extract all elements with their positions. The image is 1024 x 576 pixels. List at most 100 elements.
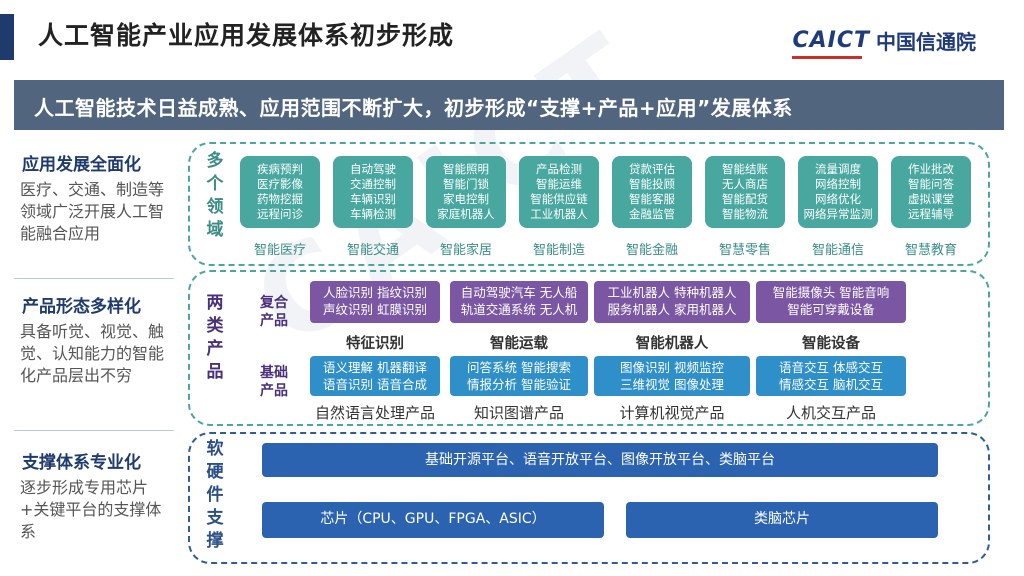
domain-card-line: 车辆检测 [350, 207, 396, 221]
domain-card: 疾病预判医疗影像药物挖掘远程问诊 [240, 156, 320, 228]
domain-caption: 智慧教育 [904, 243, 957, 258]
page-title: 人工智能产业应用发展体系初步形成 [38, 21, 455, 50]
product-line: 轨道交通系统 无人机 [460, 302, 578, 317]
product-line: 三维视觉 图像处理 [620, 377, 724, 392]
product-line: 语义理解 机器翻译 [323, 360, 427, 375]
domain-card-line: 远程问诊 [257, 207, 303, 221]
product-line: 智能摄像头 智能音响 [772, 285, 890, 300]
basic-category-title: 人机交互产品 [785, 404, 876, 422]
product-line: 语音识别 语音合成 [323, 377, 427, 392]
left-divider [14, 278, 174, 279]
domain-card-line: 智能门锁 [443, 177, 489, 191]
domain-card-line: 药物挖掘 [257, 192, 303, 206]
product-line: 图像识别 视频监控 [620, 360, 724, 375]
domain-caption: 智能医疗 [253, 243, 306, 258]
support-label-text: 软硬件支撑 [206, 439, 224, 551]
product-line: 人脸识别 指纹识别 [323, 285, 427, 300]
domain-card-line: 家电控制 [443, 192, 489, 206]
basic-product-card: 语义理解 机器翻译语音识别 语音合成 [310, 356, 440, 396]
product-line: 服务机器人 家用机器人 [607, 302, 737, 317]
domain-card-line: 金融监管 [629, 207, 675, 221]
title-accent-bar [0, 14, 14, 60]
caict-logo: CAICT 中国信通院 [792, 26, 976, 59]
domain-card-line: 智能结账 [722, 162, 768, 176]
domain-card: 贷款评估智能投顾智能客服金融监管 [612, 156, 692, 228]
domain-card-line: 网络优化 [815, 192, 861, 206]
domain-card-line: 网络异常监测 [803, 207, 873, 221]
domain-card-line: 工业机器人 [530, 207, 588, 221]
basic-product-card: 语音交互 体感交互情感交互 脑机交互 [756, 356, 906, 396]
domain-card: 流量调度网络控制网络优化网络异常监测 [798, 156, 878, 228]
domain-caption: 智能交通 [346, 243, 399, 258]
left-divider [14, 430, 174, 431]
left-heading: 应用发展全面化 [22, 155, 141, 175]
product-line: 问答系统 智能搜索 [467, 360, 571, 375]
basic-product-card: 问答系统 智能搜索情报分析 智能验证 [450, 356, 588, 396]
domain-card-line: 智能照明 [443, 162, 489, 176]
summary-banner: 人工智能技术日益成熟、应用范围不断扩大，初步形成“支撑+产品+应用”发展体系 [14, 80, 1004, 130]
domains-label: 多个领域 [204, 150, 226, 242]
composite-product-card: 自动驾驶汽车 无人船轨道交通系统 无人机 [450, 281, 588, 323]
domain-caption: 智慧零售 [718, 243, 771, 258]
left-section-product: 产品形态多样化 具备听觉、视觉、触觉、认知能力的智能化产品层出不穷 [14, 292, 174, 387]
composite-category-title: 智能机器人 [635, 336, 709, 352]
product-line: 智能可穿戴设备 [787, 302, 875, 317]
support-panel [188, 432, 990, 564]
domain-card: 作业批改智能问答虚拟课堂远程辅导 [891, 156, 971, 228]
left-heading: 产品形态多样化 [22, 297, 141, 317]
domain-card-line: 医疗影像 [257, 177, 303, 191]
composite-category-title: 智能运载 [490, 336, 548, 352]
basic-product-card: 图像识别 视频监控三维视觉 图像处理 [594, 356, 750, 396]
logo-en: CAICT [792, 28, 870, 53]
domain-card-line: 智能问答 [908, 177, 954, 191]
left-section-application: 应用发展全面化 医疗、交通、制造等领域广泛开展人工智能融合应用 [14, 150, 174, 245]
domain-card-line: 智能供应链 [530, 192, 588, 206]
domain-card-line: 智能客服 [629, 192, 675, 206]
products-label: 两类产品 [204, 292, 226, 384]
domain-card: 自动驾驶交通控制车辆识别车辆检测 [333, 156, 413, 228]
product-line: 语音交互 体感交互 [779, 360, 883, 375]
left-text: 逐步形成专用芯片+关键平台的支撑体系 [20, 478, 162, 541]
composite-product-card: 工业机器人 特种机器人服务机器人 家用机器人 [594, 281, 750, 323]
left-text: 医疗、交通、制造等领域广泛开展人工智能融合应用 [20, 180, 165, 243]
domain-card-line: 疾病预判 [257, 162, 303, 176]
chip-bar: 芯片（CPU、GPU、FPGA、ASIC） [262, 502, 604, 538]
product-line: 情感交互 脑机交互 [779, 377, 883, 392]
composite-product-card: 人脸识别 指纹识别声纹识别 虹膜识别 [310, 281, 440, 323]
domain-card-line: 网络控制 [815, 177, 861, 191]
domain-caption: 智能家居 [439, 243, 492, 258]
products-label-text: 两类产品 [206, 293, 224, 382]
domain-card-line: 流量调度 [815, 162, 861, 176]
left-text: 具备听觉、视觉、触觉、认知能力的智能化产品层出不穷 [20, 322, 165, 385]
domain-card-line: 贷款评估 [629, 162, 675, 176]
domain-card-line: 智能配货 [722, 192, 768, 206]
left-heading: 支撑体系专业化 [22, 453, 141, 473]
products-panel [188, 270, 990, 426]
left-section-support: 支撑体系专业化 逐步形成专用芯片+关键平台的支撑体系 [14, 448, 174, 543]
composite-label: 复合产品 [260, 295, 288, 329]
domain-card-line: 作业批改 [908, 162, 954, 176]
domains-label-text: 多个领域 [206, 151, 224, 240]
logo-underline [792, 56, 863, 59]
domain-caption: 智能金融 [625, 243, 678, 258]
domain-card-line: 自动驾驶 [350, 162, 396, 176]
domain-card: 智能结账无人商店智能配货智能物流 [705, 156, 785, 228]
domain-card: 智能照明智能门锁家电控制家庭机器人 [426, 156, 506, 228]
brain-chip-bar: 类脑芯片 [626, 502, 938, 538]
domain-caption: 智能通信 [811, 243, 864, 258]
domain-card-line: 智能投顾 [629, 177, 675, 191]
domain-card-line: 家庭机器人 [437, 207, 495, 221]
domain-card-line: 智能物流 [722, 207, 768, 221]
domain-card-line: 交通控制 [350, 177, 396, 191]
basic-label: 基础产品 [260, 365, 288, 399]
domain-card: 产品检测智能运维智能供应链工业机器人 [519, 156, 599, 228]
domain-card-line: 远程辅导 [908, 207, 954, 221]
domain-card-line: 虚拟课堂 [908, 192, 954, 206]
product-line: 声纹识别 虹膜识别 [323, 302, 427, 317]
domain-card-line: 产品检测 [536, 162, 582, 176]
basic-category-title: 自然语言处理产品 [314, 404, 435, 422]
product-line: 自动驾驶汽车 无人船 [460, 285, 578, 300]
domains-panel [188, 142, 990, 266]
product-line: 工业机器人 特种机器人 [607, 285, 737, 300]
domain-card-line: 无人商店 [722, 177, 768, 191]
